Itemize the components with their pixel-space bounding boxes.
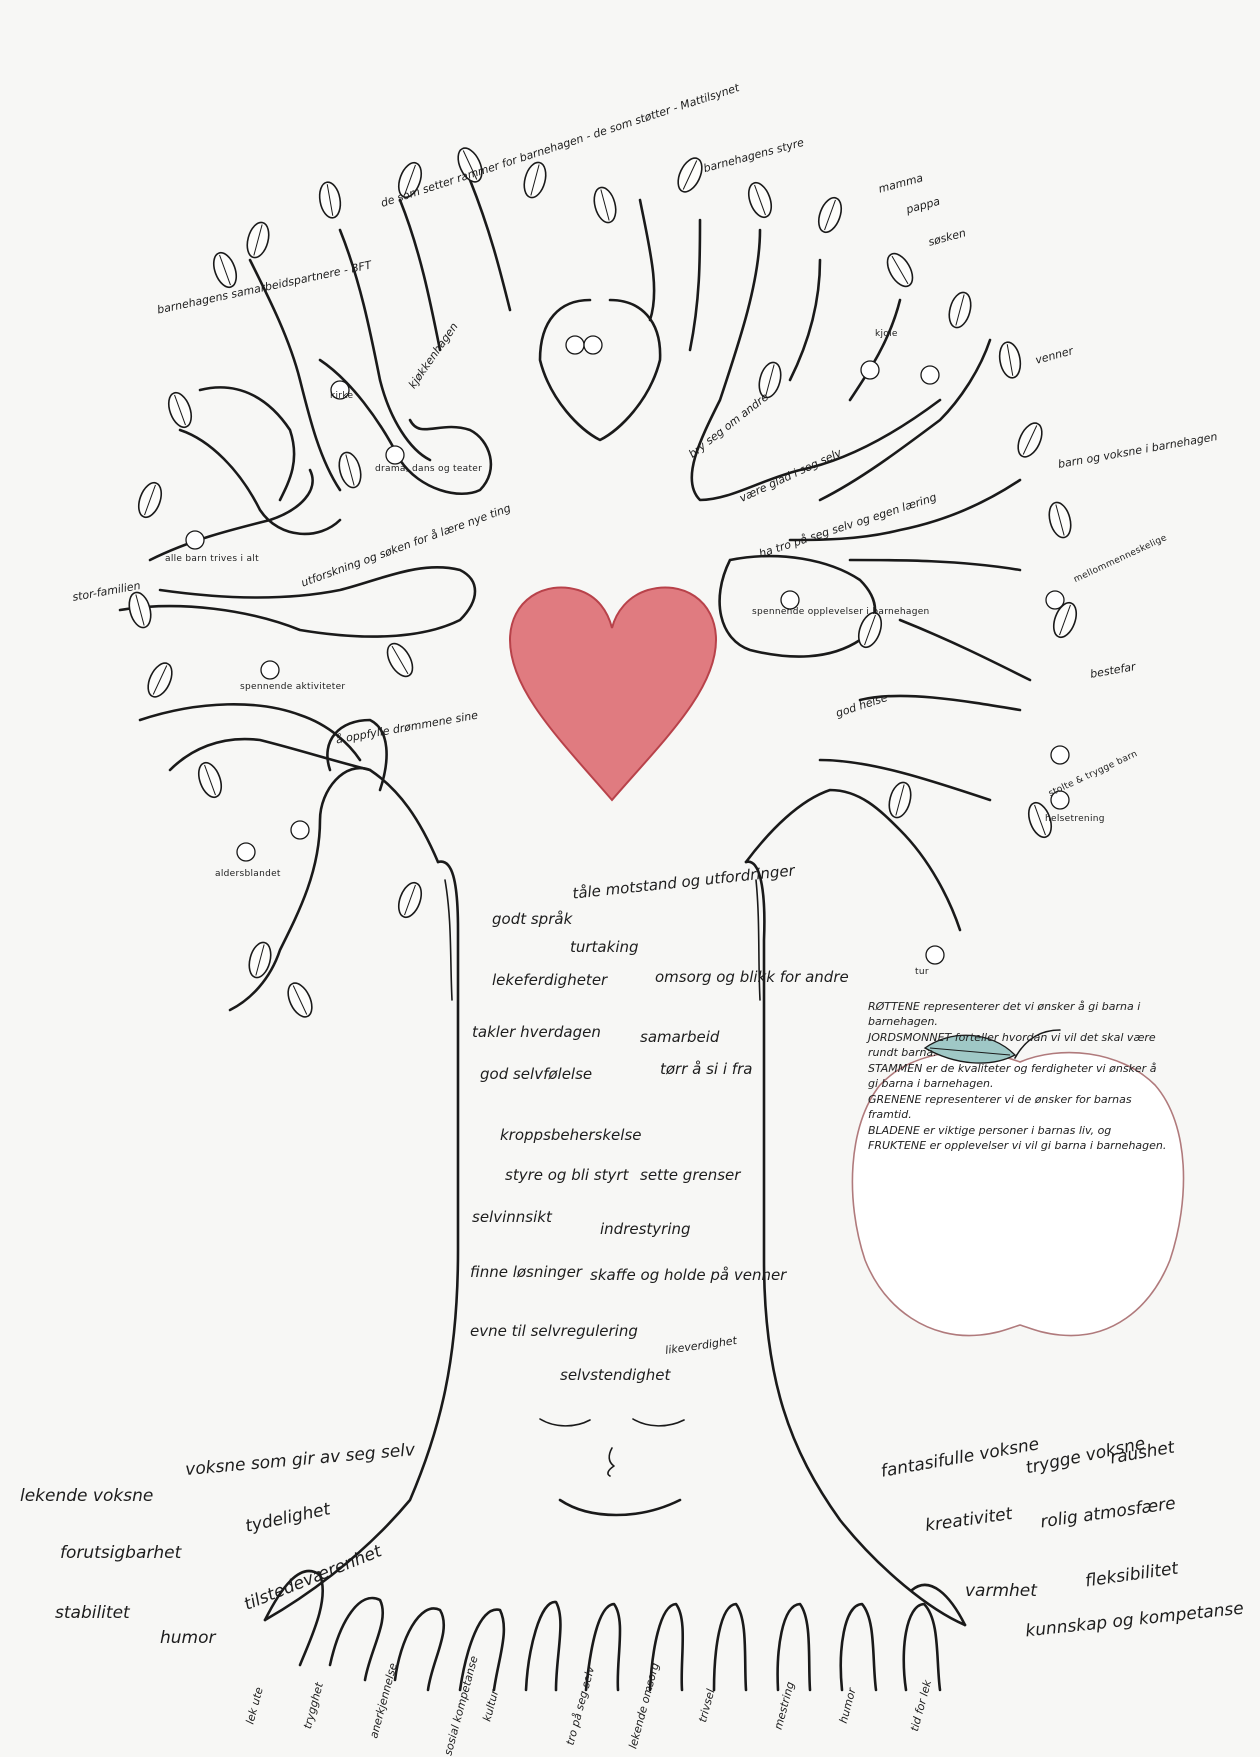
trunk-label-8: tørr å si i fra: [660, 1062, 752, 1078]
ground-left-0: lekende voksne: [20, 1488, 153, 1506]
legend-line-5: BLADENE er viktige personer i barnas liv…: [868, 1124, 1168, 1153]
trunk-label-10: styre og bli styrt: [505, 1168, 628, 1184]
trunk-label-15: skaffe og holde på venner: [590, 1268, 786, 1284]
trunk-label-7: god selvfølelse: [480, 1067, 592, 1083]
trunk-label-1: godt språk: [492, 912, 572, 928]
trunk-label-2: turtaking: [570, 940, 639, 956]
legend-line-1: RØTTENE representerer det vi ønsker å gi…: [868, 1000, 1168, 1029]
label-alle-barn: alle barn trives i alt: [165, 555, 259, 564]
legend-line-3: STAMMEN er de kvaliteter og ferdigheter …: [868, 1062, 1168, 1091]
ground-right-5: varmhet: [965, 1583, 1037, 1601]
label-helsetrening: helsetrening: [1045, 815, 1105, 824]
ground-left-4: stabilitet: [55, 1605, 130, 1623]
label-aldersblandet: aldersblandet: [215, 870, 281, 879]
heart-icon: [510, 587, 716, 800]
trunk-label-12: selvinnsikt: [472, 1210, 552, 1226]
trunk-label-13: indrestyring: [600, 1222, 691, 1238]
trunk-label-9: kroppsbeherskelse: [500, 1128, 641, 1144]
trunk-label-6: samarbeid: [640, 1030, 719, 1046]
tree-roots: [265, 1571, 965, 1690]
trunk-label-11: sette grenser: [640, 1168, 740, 1184]
label-kirke: kirke: [330, 392, 353, 401]
ground-left-5: humor: [160, 1630, 216, 1648]
label-kjole: kjole: [875, 330, 898, 339]
ground-left-2: forutsigbarhet: [60, 1545, 181, 1563]
label-tur: tur: [915, 968, 929, 977]
trunk-label-16: evne til selvregulering: [470, 1324, 638, 1340]
legend-text: RØTTENE representerer det vi ønsker å gi…: [868, 1000, 1168, 1155]
trunk-label-3: lekeferdigheter: [492, 973, 607, 989]
trunk-label-4: omsorg og blikk for andre: [655, 970, 849, 986]
label-drama: drama, dans og teater: [375, 465, 482, 474]
trunk-label-5: takler hverdagen: [472, 1025, 601, 1041]
legend-line-2: JORDSMONNET forteller hvordan vi vil det…: [868, 1031, 1168, 1060]
label-spennende: spennende aktiviteter: [240, 683, 345, 692]
trunk-label-14: finne løsninger: [470, 1265, 582, 1281]
trunk-label-17: selvstendighet: [560, 1368, 670, 1384]
label-spennende-opplevelser: spennende opplevelser i barnehagen: [752, 608, 930, 617]
face-icon: [540, 1419, 684, 1515]
legend-line-4: GRENENE representerer vi de ønsker for b…: [868, 1093, 1168, 1122]
